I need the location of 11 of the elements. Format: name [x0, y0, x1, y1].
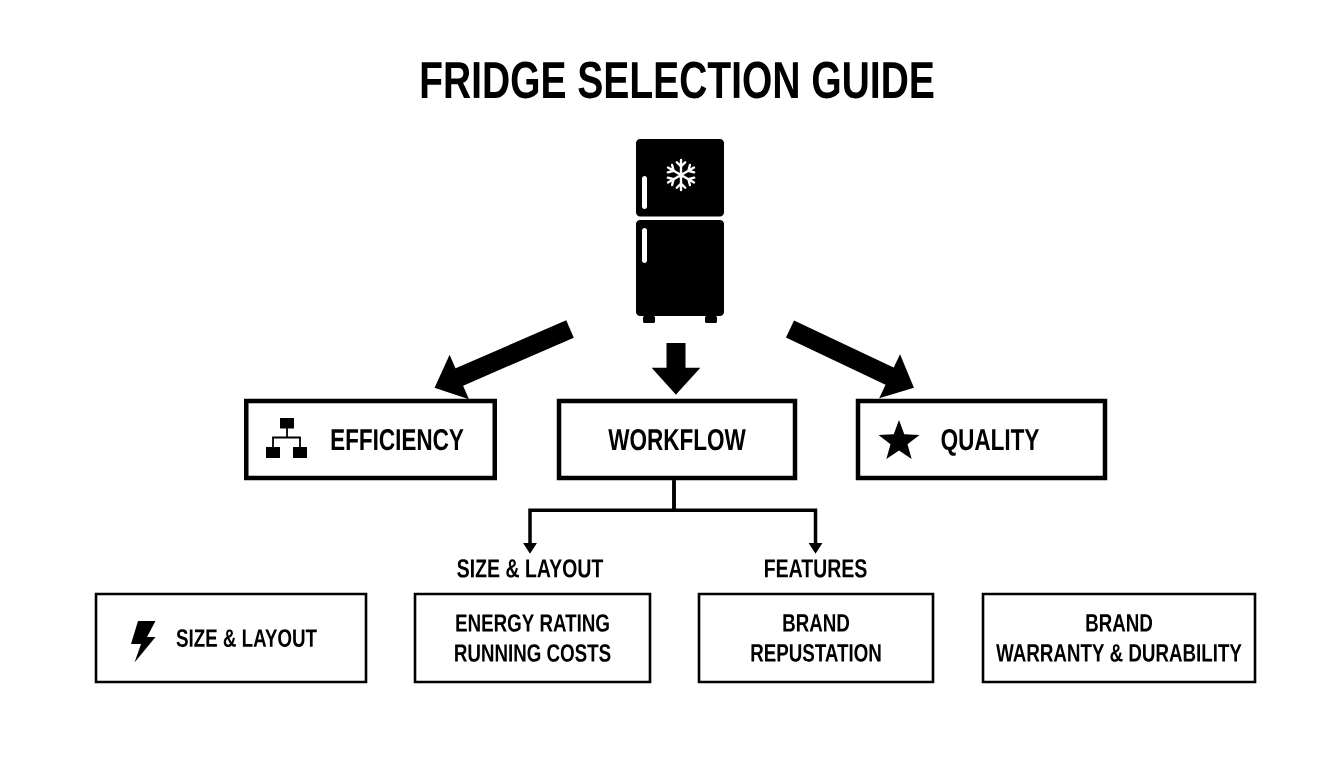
branch-label: FEATURES — [765, 559, 867, 578]
text-box: BRAND WARRANTY & DURABILITY — [981, 592, 1257, 684]
text-box: QUALITY — [855, 398, 1108, 481]
text-box: BRAND REPUSTATION — [697, 592, 935, 684]
text-box: EFFICIENCY — [244, 398, 497, 481]
text-box: WORKFLOW — [556, 398, 798, 481]
title: FRIDGE SELECTION GUIDE — [421, 61, 934, 99]
branch-label: SIZE & LAYOUT — [457, 559, 604, 578]
text-box: SIZE & LAYOUT — [94, 592, 368, 684]
text-box: ENERGY RATING RUNNING COSTS — [413, 592, 652, 684]
fridge-icon — [636, 139, 724, 323]
